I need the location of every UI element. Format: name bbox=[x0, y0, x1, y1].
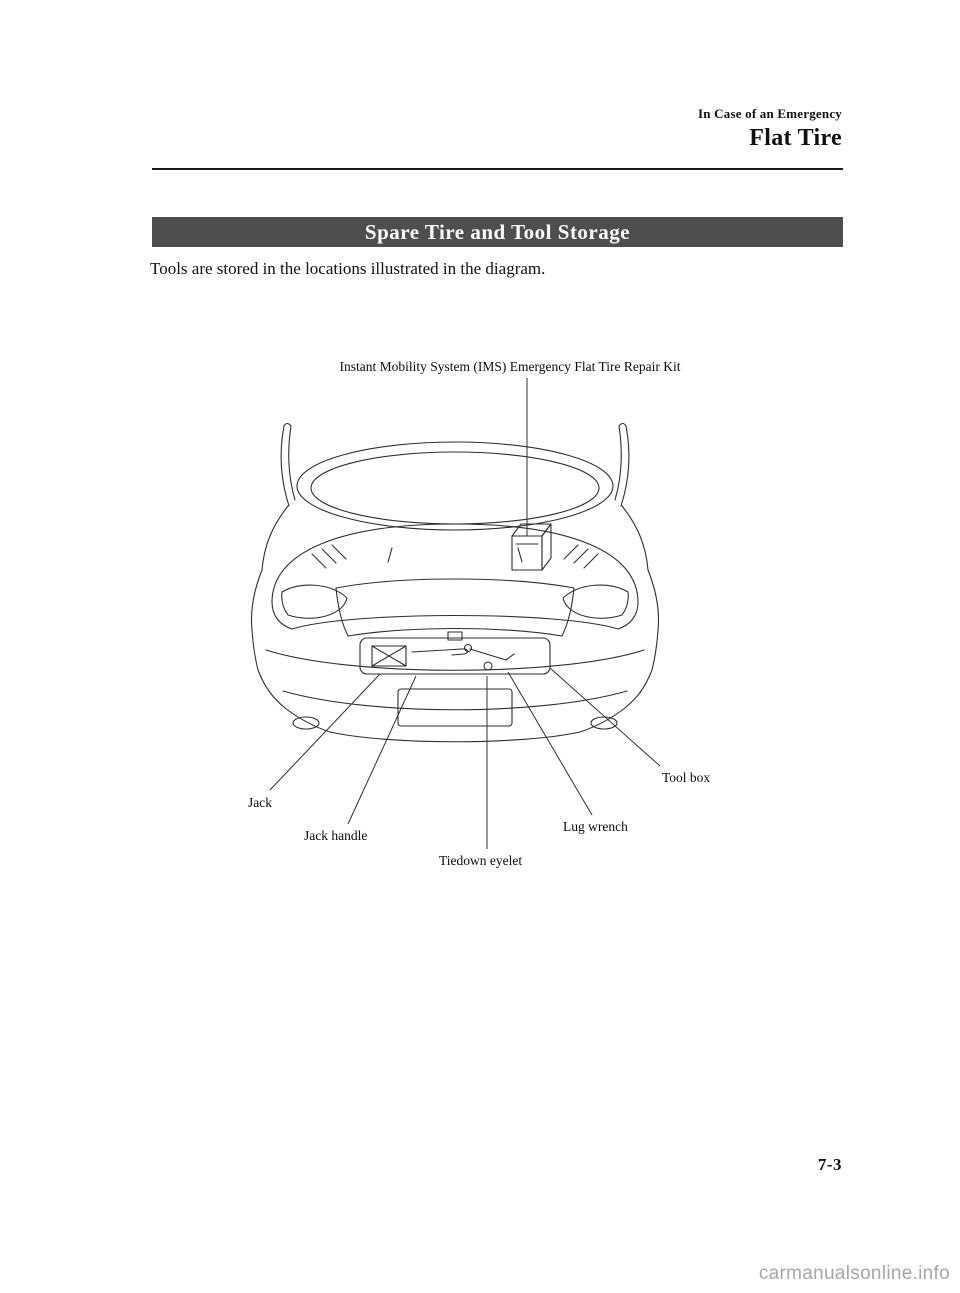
label-ims-kit: Instant Mobility System (IMS) Emergency … bbox=[339, 359, 681, 374]
trunk-floor bbox=[335, 547, 575, 637]
car-line-art bbox=[250, 422, 660, 743]
lug-wrench-shape bbox=[463, 643, 515, 661]
right-exhaust bbox=[590, 716, 618, 730]
page-title: Flat Tire bbox=[749, 125, 842, 151]
soft-top-edge-right bbox=[614, 422, 630, 507]
page-header: In Case of an Emergency Flat Tire bbox=[698, 106, 842, 152]
label-jack-handle: Jack handle bbox=[304, 828, 368, 843]
label-tool-box: Tool box bbox=[662, 770, 711, 785]
ims-kit-box bbox=[511, 523, 552, 571]
label-jack: Jack bbox=[248, 795, 272, 810]
leader-lines bbox=[269, 378, 661, 849]
left-taillight bbox=[281, 584, 348, 619]
section-banner: Spare Tire and Tool Storage bbox=[152, 217, 843, 247]
trunk-corner-ribs-right bbox=[563, 544, 599, 569]
watermark-text: carmanualsonline.info bbox=[758, 1263, 950, 1284]
trunk-latch bbox=[447, 631, 463, 641]
page-number: 7-3 bbox=[817, 1155, 842, 1174]
intro-text: Tools are stored in the locations illust… bbox=[150, 259, 546, 278]
leader-jack bbox=[269, 673, 381, 791]
header-divider bbox=[152, 168, 843, 170]
trunk-corner-ribs-left bbox=[311, 544, 347, 569]
label-lug-wrench: Lug wrench bbox=[563, 819, 628, 834]
jack-handle-shape bbox=[411, 648, 469, 656]
trunk-lid-opening bbox=[296, 441, 614, 531]
leader-tool-box bbox=[549, 667, 661, 767]
soft-top-edge-left bbox=[280, 422, 296, 507]
jack-shape bbox=[371, 645, 407, 667]
chapter-runner: In Case of an Emergency bbox=[698, 106, 842, 121]
tool-storage-diagram: Instant Mobility System (IMS) Emergency … bbox=[0, 340, 960, 900]
label-tiedown-eyelet: Tiedown eyelet bbox=[439, 853, 523, 868]
bumper-crease-lower bbox=[282, 690, 628, 711]
license-plate-recess bbox=[397, 688, 513, 727]
tiedown-eyelet-shape bbox=[483, 661, 493, 671]
leader-lug-wrench bbox=[507, 671, 593, 816]
bumper-crease-upper bbox=[265, 649, 645, 671]
car-trunk-illustration bbox=[250, 378, 661, 849]
left-exhaust bbox=[292, 716, 320, 730]
trunk-opening-rim bbox=[271, 523, 639, 630]
rear-fascia bbox=[250, 505, 660, 743]
leader-jack-handle bbox=[347, 675, 417, 825]
right-taillight bbox=[562, 584, 629, 619]
